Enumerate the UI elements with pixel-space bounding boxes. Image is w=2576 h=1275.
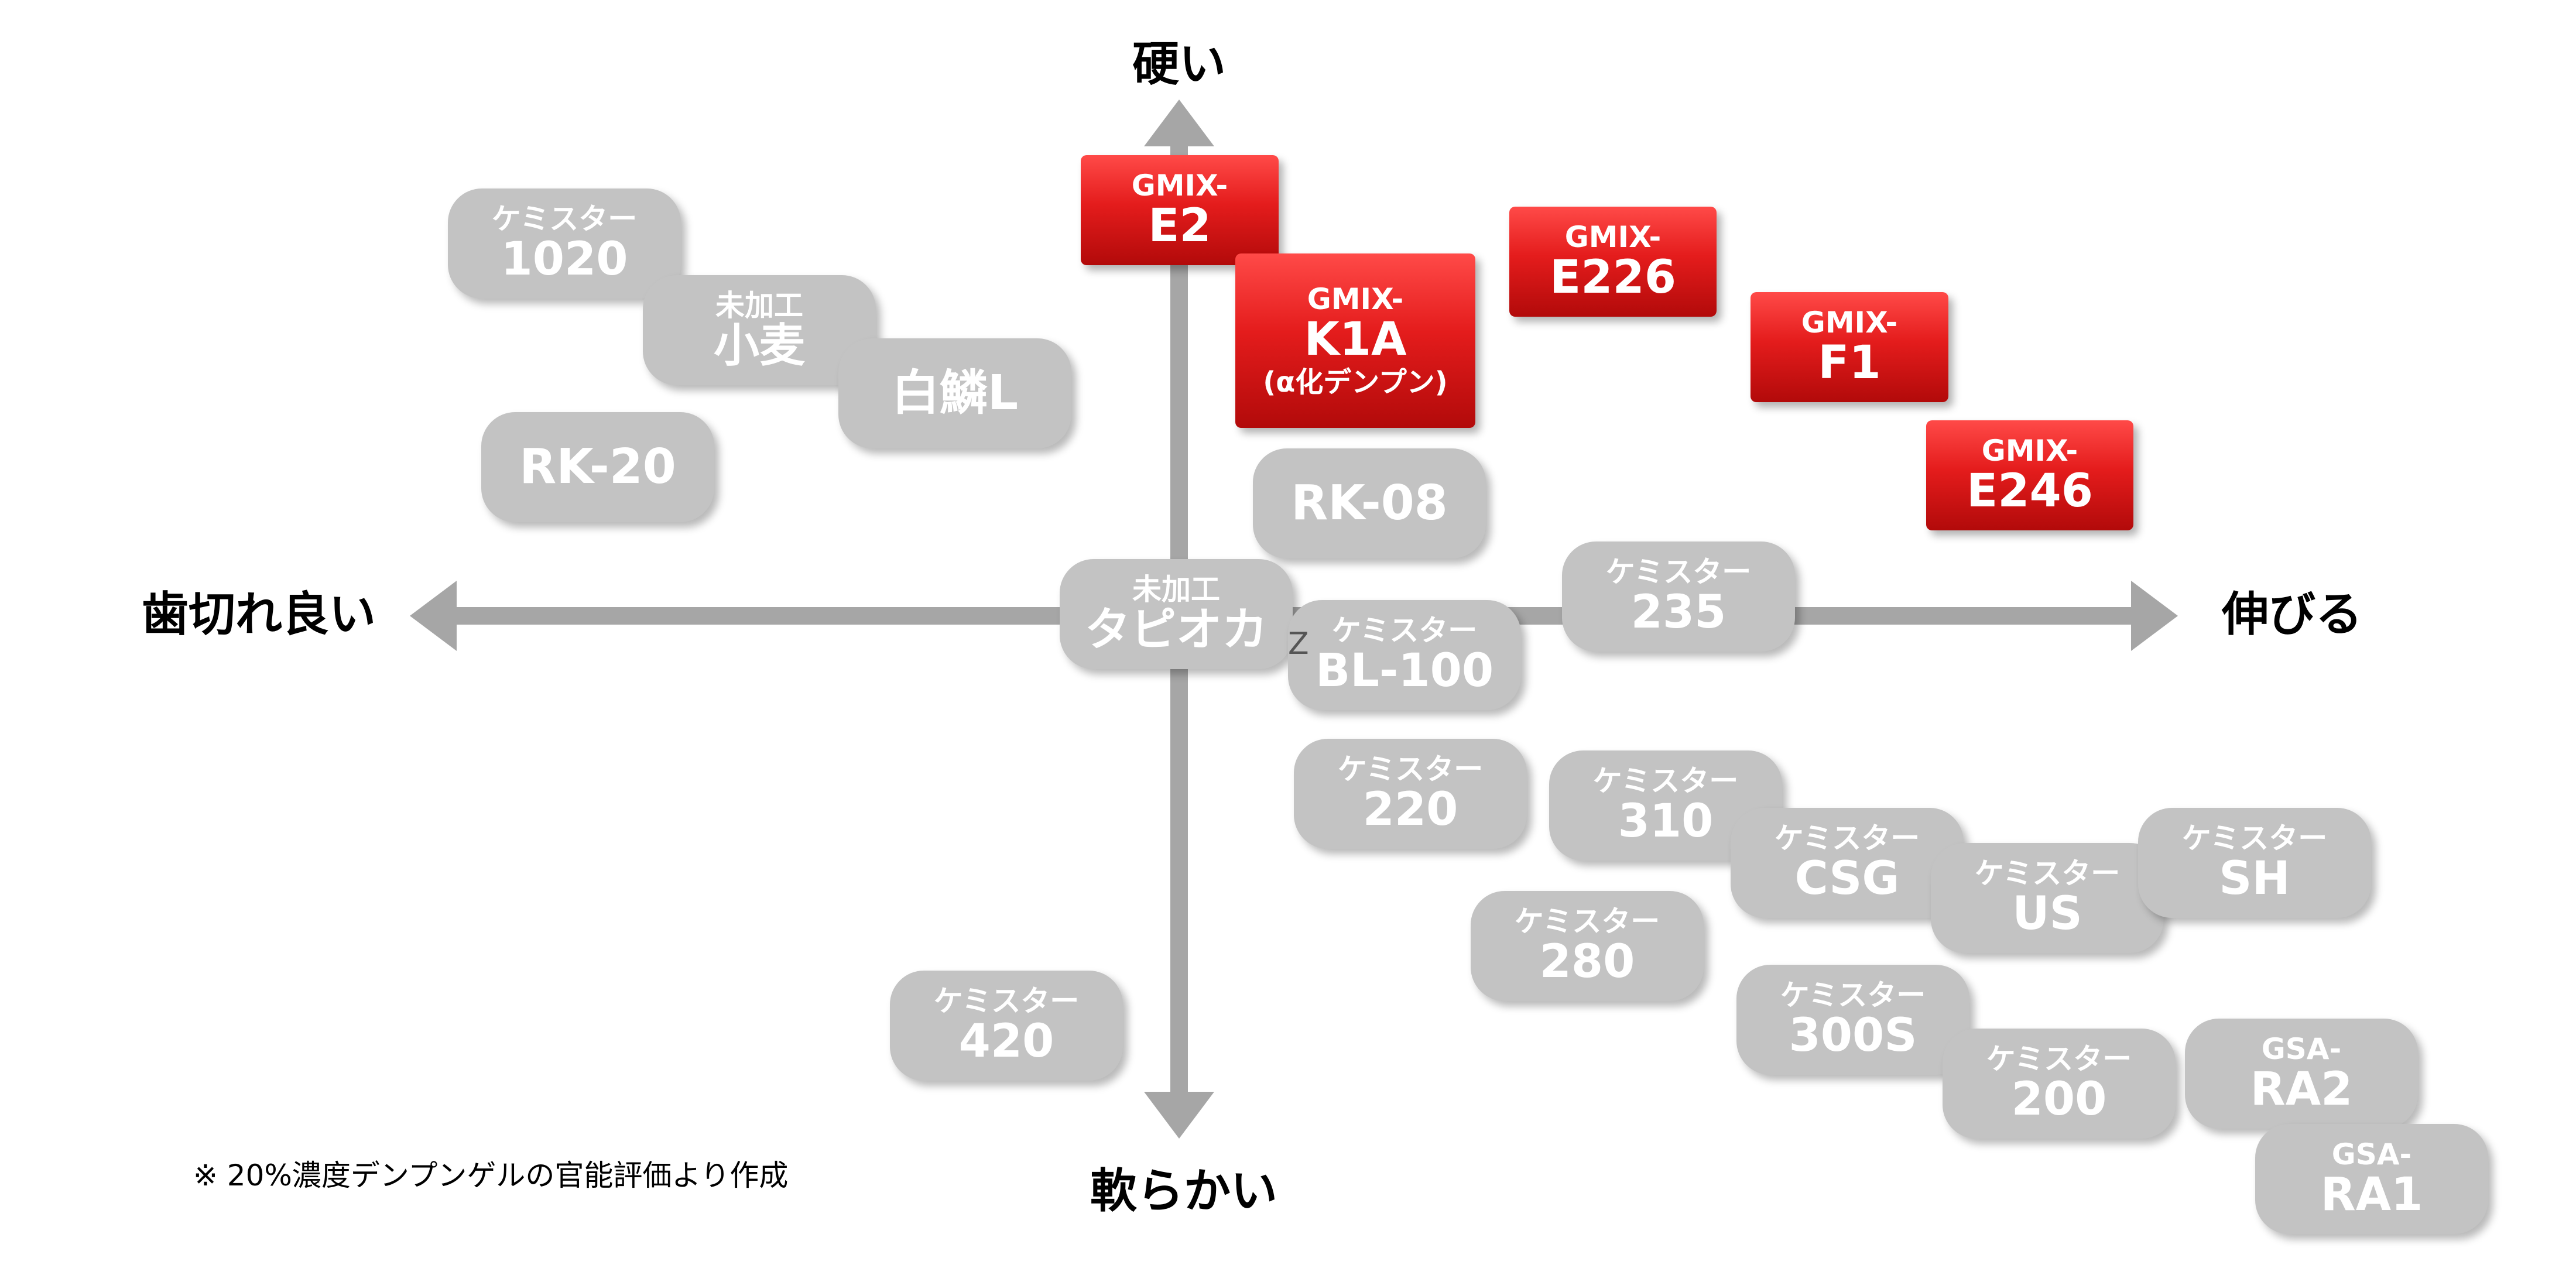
axis-label-bottom: 軟らかい (1090, 1164, 1277, 1218)
box-chemister-200: ケミスター 200 (1943, 1029, 2176, 1139)
box-line-2: 小麦 (713, 319, 805, 372)
box-chemister-sh: ケミスター SH (2138, 808, 2371, 918)
box-gsa-ra1: GSA- RA1 (2255, 1124, 2488, 1234)
box-chemister-220: ケミスター 220 (1294, 739, 1527, 849)
box-hakurin-l: 白鱗L (838, 338, 1071, 448)
box-line-2: 280 (1539, 935, 1635, 988)
box-chemister-1020: ケミスター 1020 (448, 188, 681, 299)
box-chemister-310: ケミスター 310 (1549, 750, 1782, 861)
footnote-text: ※ 20%濃度デンプンゲルの官能評価より作成 (193, 1159, 789, 1192)
box-line-2: F1 (1818, 336, 1881, 389)
left-arrow-head (410, 581, 457, 651)
box-line-2: E2 (1148, 199, 1211, 252)
box-rk-08: RK-08 (1253, 448, 1486, 558)
box-line-2: RA2 (2250, 1062, 2353, 1116)
z-prefix-mark: Z (1288, 626, 1309, 662)
box-line-1: ケミスター (1592, 763, 1739, 798)
box-chemister-420: ケミスター 420 (890, 971, 1123, 1081)
box-line-2: SH (2219, 852, 2290, 905)
box-rk-20: RK-20 (481, 412, 714, 522)
box-line-2: E246 (1966, 464, 2094, 517)
box-mikako-tapioca: 未加工 タピオカ (1060, 559, 1293, 669)
box-line-2: 200 (2011, 1072, 2107, 1126)
box-line-1: ケミスター (2181, 821, 2328, 855)
box-line-1: ケミスター (1605, 554, 1752, 589)
box-line-1: 未加工 (1132, 572, 1220, 606)
down-arrow-head (1144, 1092, 1214, 1139)
box-line-1: GSA- (2331, 1137, 2412, 1171)
box-line-1: ケミスター (1514, 904, 1660, 938)
box-line-2: タピオカ (1084, 603, 1268, 656)
box-line-1: ケミスター (1331, 613, 1478, 647)
box-line-2: 235 (1630, 585, 1727, 639)
box-line-1: 白鱗L (891, 365, 1019, 421)
axis-label-left: 歯切れ良い (142, 587, 376, 642)
box-line-2: US (2012, 887, 2082, 940)
box-gmix-e246: GMIX- E246 (1926, 420, 2133, 530)
box-line-1: GMIX- (1131, 168, 1228, 203)
box-line-2: BL-100 (1315, 644, 1494, 697)
box-gmix-e2: GMIX- E2 (1081, 155, 1279, 265)
axis-label-right: 伸びる (2222, 587, 2362, 642)
box-chemister-csg: ケミスター CSG (1731, 808, 1964, 918)
box-line-2: K1A (1304, 313, 1407, 366)
box-line-2: RA1 (2320, 1168, 2423, 1221)
box-line-1: GMIX- (1307, 282, 1404, 316)
box-line-1: RK-08 (1291, 475, 1448, 531)
box-line-1: GMIX- (1801, 305, 1898, 340)
box-chemister-us: ケミスター US (1931, 843, 2164, 953)
box-chemister-300s: ケミスター 300S (1736, 965, 1969, 1075)
box-mikako-komugi: 未加工 小麦 (643, 275, 876, 385)
box-line-2: E226 (1549, 251, 1677, 304)
box-line-1: RK-20 (519, 438, 676, 495)
box-chemister-280: ケミスター 280 (1471, 891, 1704, 1001)
up-arrow-head (1144, 100, 1214, 146)
axis-label-top: 硬い (1132, 37, 1226, 91)
box-line-1: ケミスター (491, 201, 638, 236)
box-line-2: CSG (1794, 852, 1900, 905)
box-gmix-k1a: GMIX- K1A (α化デンプン) (1235, 253, 1475, 428)
box-chemister-bl100: ケミスター BL-100 (1288, 600, 1521, 710)
box-chemister-235: ケミスター 235 (1562, 541, 1795, 652)
box-line-2: 300S (1789, 1009, 1917, 1062)
box-line-2: 310 (1618, 794, 1714, 848)
box-gsa-ra2: GSA- RA2 (2185, 1019, 2418, 1129)
box-line-1: GSA- (2261, 1031, 2342, 1066)
box-line-2: 420 (958, 1014, 1054, 1068)
box-line-2: 220 (1362, 783, 1458, 836)
box-line-1: 未加工 (715, 288, 803, 323)
box-line-1: GMIX- (1564, 220, 1662, 254)
box-line-3: (α化デンプン) (1263, 366, 1448, 399)
box-line-1: ケミスター (1986, 1041, 2132, 1076)
box-line-1: GMIX- (1981, 433, 2078, 468)
box-gmix-e226: GMIX- E226 (1509, 207, 1717, 317)
box-line-1: ケミスター (1780, 978, 1926, 1012)
box-line-1: ケミスター (933, 983, 1080, 1018)
box-line-1: ケミスター (1774, 821, 1920, 855)
box-gmix-f1: GMIX- F1 (1751, 292, 1948, 402)
box-line-2: 1020 (501, 232, 628, 286)
right-arrow-head (2131, 581, 2178, 651)
box-line-1: ケミスター (1337, 752, 1484, 786)
box-line-1: ケミスター (1974, 856, 2121, 890)
